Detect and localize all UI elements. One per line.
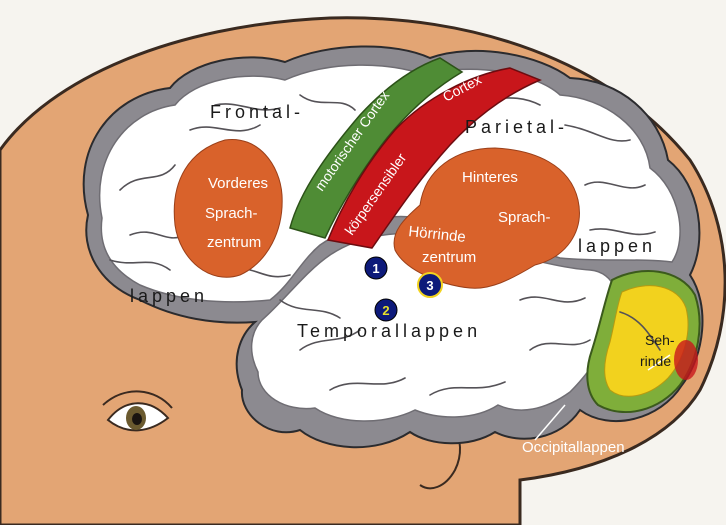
label-frontal-bottom: lappen — [130, 286, 208, 306]
label-posterior-speech-1: Hinteres — [462, 169, 518, 186]
label-temporal: Temporallappen — [297, 321, 481, 341]
label-anterior-speech-3: zentrum — [207, 234, 261, 251]
label-visual-cortex-2: rinde — [640, 353, 671, 369]
marker-2-label: 2 — [382, 303, 389, 318]
marker-2: 2 — [375, 299, 397, 321]
marker-3-label: 3 — [426, 278, 433, 293]
label-posterior-speech-3: zentrum — [422, 249, 476, 266]
label-frontal-top: Frontal- — [210, 102, 304, 122]
label-parietal-bottom: lappen — [578, 236, 656, 256]
marker-3: 3 — [418, 273, 442, 297]
label-anterior-speech-2: Sprach- — [205, 205, 258, 222]
label-occipital: Occipitallappen — [522, 439, 625, 456]
label-posterior-speech-2: Sprach- — [498, 209, 551, 226]
label-parietal-top: Parietal- — [465, 117, 568, 137]
occipital-red-spot — [674, 340, 698, 380]
label-anterior-speech-1: Vorderes — [208, 175, 268, 192]
label-visual-cortex-1: Seh- — [645, 332, 675, 348]
marker-1-label: 1 — [372, 261, 379, 276]
marker-1: 1 — [365, 257, 387, 279]
